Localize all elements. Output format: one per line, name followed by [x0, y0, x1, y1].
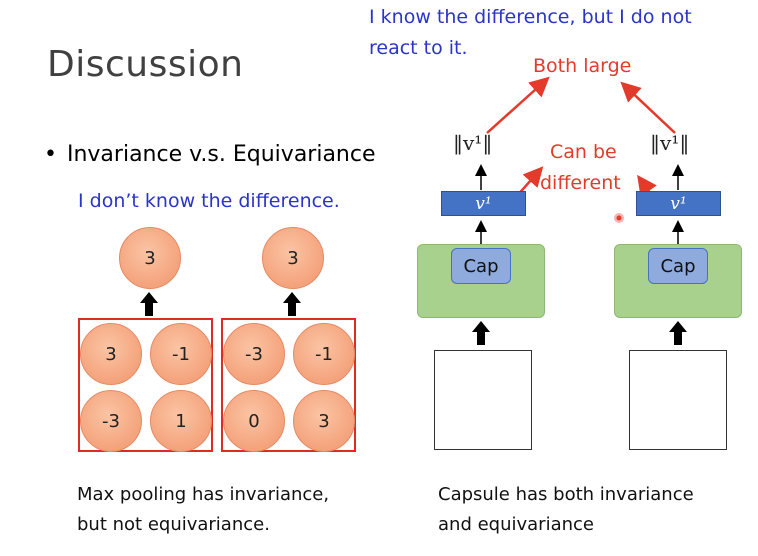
- pool1-input-circle: 1: [150, 390, 212, 452]
- left-note: I don’t know the difference.: [78, 190, 340, 212]
- pool2-input-circle: -1: [293, 323, 355, 385]
- pool2-input-circle: 0: [223, 390, 285, 452]
- pool2-arrow-up-icon: [283, 292, 301, 303]
- digit-image-right: [629, 350, 727, 450]
- norm-label-left: ‖v¹‖: [453, 131, 493, 155]
- left-caption: Max pooling has invariance, but not equi…: [77, 480, 329, 540]
- pool2-box: [221, 318, 356, 452]
- right-caption-line2: and equivariance: [438, 514, 594, 535]
- left-caption-line1: Max pooling has invariance,: [77, 484, 330, 505]
- cap-box-right: Cap: [648, 248, 708, 284]
- pool1-arrow-stem: [145, 302, 153, 316]
- cap-box-left: Cap: [451, 248, 511, 284]
- input-arrow-stem-right: [674, 331, 682, 345]
- pool1-input-circle: -1: [150, 323, 212, 385]
- can-be-label: Can be: [550, 141, 617, 163]
- pool2-input-circle: -3: [223, 323, 285, 385]
- right-note: I know the difference, but I do not reac…: [369, 2, 692, 64]
- pool2-arrow-stem: [288, 302, 296, 316]
- right-note-line2: react to it.: [369, 37, 468, 59]
- pool1-box: [78, 318, 213, 452]
- both-large-label: Both large: [533, 55, 632, 77]
- both-large-arrow-left: [486, 76, 550, 134]
- both-large-arrow-right: [620, 81, 676, 134]
- bullet-dot-icon: •: [44, 142, 57, 167]
- right-caption-line1: Capsule has both invariance: [438, 484, 694, 505]
- left-caption-line2: but not equivariance.: [77, 514, 270, 535]
- digit-image-left: [434, 350, 532, 450]
- pool2-input-circle: 3: [293, 390, 355, 452]
- vector-bar-right: v¹: [636, 191, 721, 216]
- input-arrow-up-icon-right: [669, 321, 687, 332]
- input-arrow-stem-left: [477, 331, 485, 345]
- norm-label-right: ‖v¹‖: [650, 131, 690, 155]
- pool1-output-circle: 3: [119, 227, 181, 289]
- bullet-text: Invariance v.s. Equivariance: [66, 142, 376, 167]
- different-label: different: [540, 172, 621, 194]
- bullet-point: • Invariance v.s. Equivariance: [44, 142, 376, 167]
- vector-bar-left: v¹: [441, 191, 526, 216]
- pool2-output-circle: 3: [262, 227, 324, 289]
- slide-title: Discussion: [47, 44, 244, 85]
- right-note-line1: I know the difference, but I do not: [369, 6, 692, 28]
- pool1-arrow-up-icon: [140, 292, 158, 303]
- pool1-input-circle: 3: [80, 323, 142, 385]
- input-arrow-up-icon-left: [472, 321, 490, 332]
- right-caption: Capsule has both invariance and equivari…: [438, 480, 694, 540]
- pool1-input-circle: -3: [80, 390, 142, 452]
